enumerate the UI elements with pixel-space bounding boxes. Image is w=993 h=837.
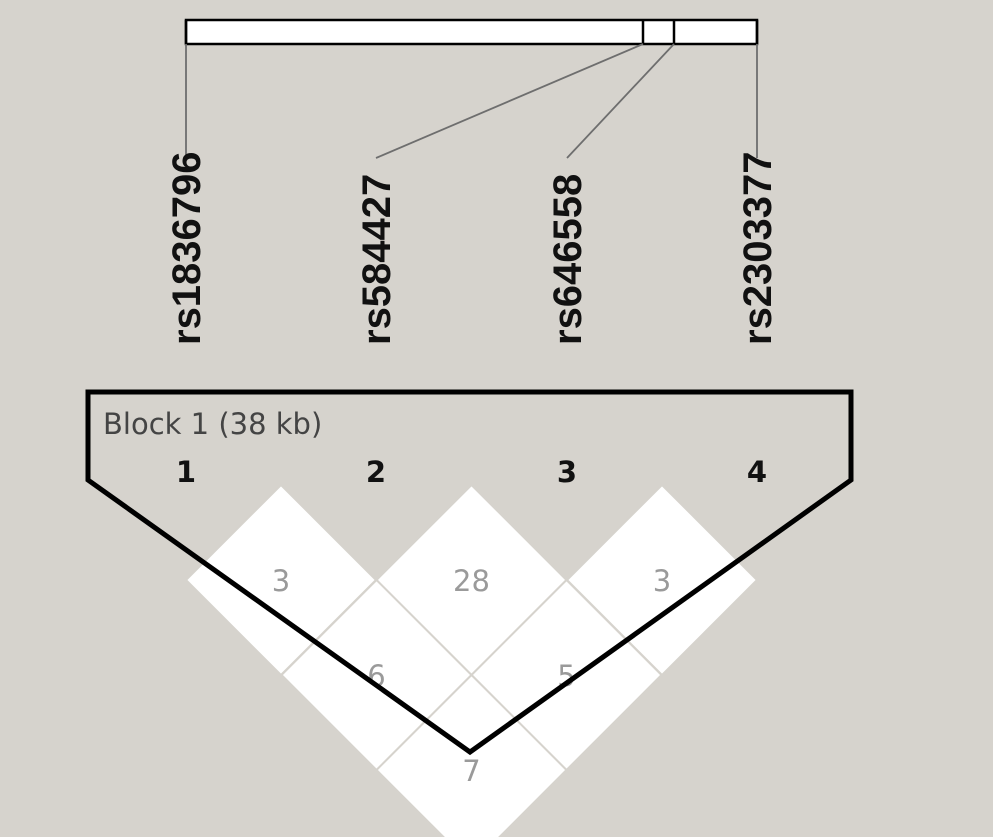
ld-cell <box>375 673 568 837</box>
snp-name-label: rs1836796 <box>165 151 209 345</box>
snp-name-label: rs584427 <box>355 174 399 345</box>
snp-connector-line <box>375 43 644 159</box>
ld-value-label: 3 <box>272 564 290 598</box>
marker-number: 1 <box>176 455 196 489</box>
haplotype-block-outline <box>85 389 854 756</box>
block-label: Block 1 (38 kb) <box>103 407 322 441</box>
snp-connector-line <box>566 43 675 159</box>
snp-name-label: rs646558 <box>546 174 590 345</box>
ld-value-label: 3 <box>653 564 671 598</box>
snp-name-label: rs2303377 <box>736 151 780 345</box>
marker-number: 3 <box>557 455 577 489</box>
marker-number: 4 <box>747 455 767 489</box>
chromosome-bar <box>184 18 759 46</box>
ld-value-label: 7 <box>462 754 480 788</box>
marker-number: 2 <box>366 455 386 489</box>
ld-value-label: 28 <box>453 564 490 598</box>
